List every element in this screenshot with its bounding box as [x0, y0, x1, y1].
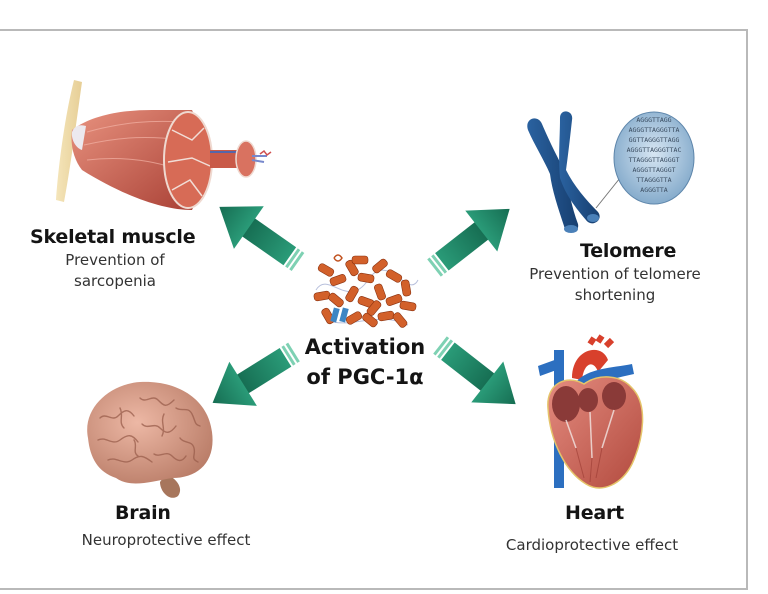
skeletal-muscle-effect: Prevention of sarcopenia	[60, 250, 170, 292]
effect-line: sarcopenia	[74, 272, 156, 290]
center-label-line2: of PGC-1α	[306, 365, 424, 389]
protein-helix	[329, 274, 347, 286]
center-label: Activation of PGC-1α	[290, 332, 440, 392]
protein-helix	[345, 259, 359, 277]
telomere-sequence-line: AGGGTTAGG	[636, 116, 671, 124]
telomere-title: Telomere	[580, 240, 677, 262]
brain-icon	[87, 381, 213, 498]
telomere-sequence-line: AGGGTTAGGGT	[632, 166, 675, 174]
telomere-effect: Prevention of telomere shortening	[510, 264, 720, 306]
effect-line: Prevention of	[65, 251, 165, 269]
arrow-to-skeletal-muscle	[204, 185, 313, 284]
brain-effect: Neuroprotective effect	[56, 530, 276, 551]
protein-helix	[366, 300, 382, 316]
center-label-line1: Activation	[304, 335, 426, 359]
protein-helix	[385, 294, 403, 306]
protein-structure-icon	[313, 254, 419, 328]
effect-line: Cardioprotective effect	[505, 536, 679, 554]
protein-helix	[392, 312, 408, 328]
telomere-sequence-line: TTAGGGTTAGGGT	[629, 156, 680, 164]
protein-helix	[328, 292, 344, 308]
protein-helix	[357, 272, 375, 284]
heart-title: Heart	[565, 502, 625, 524]
protein-helix	[351, 255, 369, 265]
protein-helix	[385, 269, 403, 283]
telomere-sequence-line: AGGGTTA	[640, 186, 667, 194]
telomere-sequence-line: AGGGTTAGGGTTAC	[627, 146, 682, 154]
heart-effect: Cardioprotective effect	[482, 535, 702, 556]
arrow-to-heart	[423, 324, 532, 425]
effect-line: Prevention of telomere	[529, 265, 701, 283]
protein-helix	[400, 279, 412, 297]
protein-helix	[317, 263, 335, 277]
effect-line: Neuroprotective effect	[81, 531, 251, 549]
protein-helix	[399, 300, 417, 312]
telomere-sequence-line: TTAGGGTTA	[636, 176, 671, 184]
protein-helix	[345, 311, 363, 325]
protein-helix	[362, 312, 378, 328]
telomere-sequence-line: AGGGTTAGGGTTA	[629, 126, 680, 134]
brain-title: Brain	[115, 502, 171, 524]
protein-helix	[345, 285, 359, 303]
muscle-fiber-icon	[56, 80, 272, 210]
arrow-to-telomere	[417, 188, 526, 289]
telomere-sequence-line: GGTTAGGGTTAGG	[629, 136, 680, 144]
effect-line: shortening	[574, 286, 656, 304]
skeletal-muscle-title: Skeletal muscle	[30, 226, 196, 248]
protein-helix	[374, 283, 386, 301]
chromosome-icon: AGGGTTAGG AGGGTTAGGGTTA GGTTAGGGTTAGG AGGGT…	[527, 111, 695, 233]
heart-icon	[538, 334, 644, 489]
protein-helix	[372, 258, 388, 274]
